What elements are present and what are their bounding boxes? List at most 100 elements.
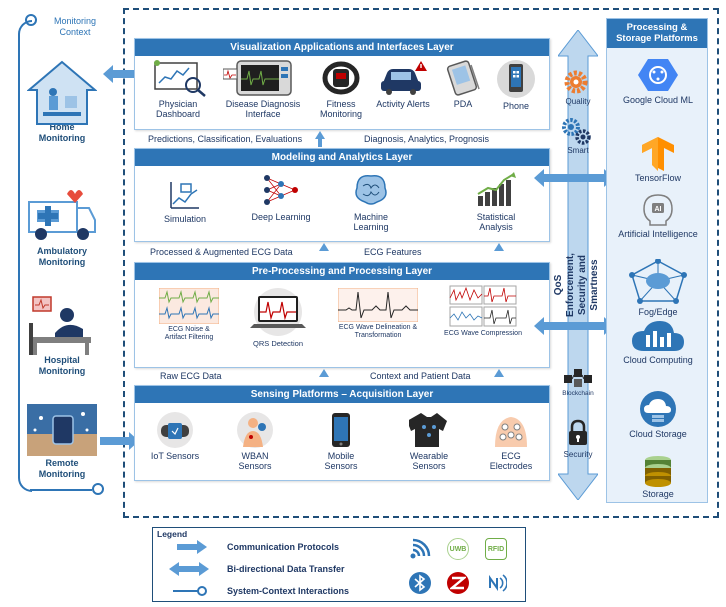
- machine-learning-label: Machine Learning: [353, 212, 389, 233]
- qos-blockchain-label: Blockchain: [562, 390, 594, 397]
- cloud-computing: Cloud Computing: [607, 319, 709, 365]
- qos-security-label: Security: [563, 450, 593, 459]
- artificial-intelligence: AI Artificial Intelligence: [607, 193, 709, 239]
- legend-bidirectional-transfer: Bi-directional Data Transfer: [169, 562, 345, 576]
- preprocessing-layer: Pre-Processing and Processing Layer ECG …: [134, 262, 550, 368]
- fog-edge-icon: [628, 258, 688, 305]
- wifi-icon: [409, 538, 431, 560]
- google-cloud-ml-icon: [638, 57, 678, 93]
- rfid-icon: RFID: [485, 538, 507, 560]
- bar-chart-icon: [474, 170, 518, 210]
- simulation: Simulation: [155, 178, 215, 224]
- legend-communication-protocols-label: Communication Protocols: [227, 542, 340, 552]
- neural-network-icon: [261, 170, 301, 210]
- smart-gears-icon: [560, 116, 592, 151]
- legend-double-arrow-icon: [169, 562, 209, 576]
- ecg-electrodes-icon: [491, 411, 531, 449]
- cloud-computing-label: Cloud Computing: [623, 355, 693, 365]
- ecg-wave-delineation: ECG Wave Delineation & Transformation: [335, 287, 421, 340]
- legend-title: Legend: [157, 529, 188, 539]
- processing-title: Processing & Storage Platforms: [607, 19, 707, 48]
- flow-context: Context and Patient Data: [370, 371, 471, 381]
- context-label-ambulatory: Ambulatory Monitoring: [36, 246, 87, 267]
- pda: PDA: [439, 59, 487, 109]
- legend-system-context: System-Context Interactions: [169, 584, 349, 598]
- arrow-remote-to-sensing: [100, 432, 139, 450]
- uwb-label: UWB: [449, 545, 467, 553]
- arrow-preprocessing-processing: [534, 317, 614, 335]
- legend: Legend Communication Protocols Bi-direct…: [152, 527, 526, 602]
- mobile-phone-icon: [329, 411, 353, 449]
- disease-diagnosis-label: Disease Diagnosis Interface: [225, 99, 301, 120]
- simulation-label: Simulation: [163, 214, 207, 224]
- fitness-monitoring: Fitness Monitoring: [311, 59, 371, 120]
- iot-sensors-label: IoT Sensors: [150, 451, 200, 461]
- qrs-detection-label: QRS Detection: [252, 339, 304, 348]
- visualization-layer-title: Visualization Applications and Interface…: [135, 39, 549, 56]
- ecg-wave-icon: [337, 287, 419, 323]
- fitness-monitoring-label: Fitness Monitoring: [319, 99, 363, 120]
- sensing-layer: Sensing Platforms – Acquisition Layer Io…: [134, 385, 550, 481]
- mobile-sensors-label: Mobile Sensors: [324, 451, 358, 472]
- home-icon: [26, 60, 98, 125]
- mobile-sensors: Mobile Sensors: [313, 411, 369, 472]
- activity-alerts: Activity Alerts: [375, 59, 431, 109]
- context-label-hospital: Hospital Monitoring: [38, 355, 86, 376]
- system-frame: [123, 8, 719, 518]
- ecg-noise-filtering-label: ECG Noise & Artifact Filtering: [164, 326, 214, 342]
- modeling-layer: Modeling and Analytics Layer Simulation: [134, 148, 550, 242]
- rfid-label: RFID: [487, 545, 505, 553]
- tensorflow-icon: [642, 137, 674, 171]
- flow-diagnosis: Diagnosis, Analytics, Prognosis: [364, 134, 490, 144]
- arrow-up-context: [494, 369, 504, 377]
- qos-quality-label: Quality: [565, 97, 591, 106]
- statistical-analysis: Statistical Analysis: [461, 170, 531, 233]
- legend-context-line-icon: [169, 584, 209, 598]
- ecg-noise-filtering: ECG Noise & Artifact Filtering: [157, 287, 221, 342]
- legend-bidirectional-transfer-label: Bi-directional Data Transfer: [227, 564, 345, 574]
- ai-head-icon: AI: [641, 193, 675, 227]
- qos-title: QoS Enforcement, Security and Smartness: [553, 253, 600, 317]
- google-cloud-ml-label: Google Cloud ML: [622, 95, 694, 105]
- nfc-icon: [485, 572, 507, 594]
- monitoring-context-title: Monitoring Context: [53, 16, 97, 38]
- phone: Phone: [491, 59, 541, 111]
- tensorflow: TensorFlow: [607, 137, 709, 183]
- svg-text:AI: AI: [655, 206, 662, 213]
- arrow-modeling-processing: [534, 169, 614, 187]
- iot-wristband-icon: [155, 411, 195, 449]
- legend-system-context-label: System-Context Interactions: [227, 586, 350, 596]
- ecg-strip-icon: [158, 287, 220, 325]
- context-label-home: Home Monitoring: [38, 122, 86, 143]
- context-line-bottom: [30, 489, 92, 491]
- compression-chart-icon: [448, 284, 518, 328]
- arrow-up-features: [494, 243, 504, 251]
- machine-learning: Machine Learning: [341, 170, 401, 233]
- car-alert-icon: [377, 59, 429, 97]
- legend-single-arrow-icon: [169, 540, 209, 554]
- zigbee-icon: [447, 572, 469, 594]
- ecg-wave-compression-label: ECG Wave Compression: [444, 330, 522, 337]
- ecg-electrodes-label: ECG Electrodes: [489, 451, 533, 472]
- cloud-computing-icon: [630, 319, 686, 353]
- brain-icon: [351, 170, 391, 210]
- deep-learning-label: Deep Learning: [251, 212, 311, 222]
- tensorflow-label: TensorFlow: [634, 173, 681, 183]
- context-end-dot: [92, 483, 104, 495]
- ecg-wave-delineation-label: ECG Wave Delineation & Transformation: [338, 324, 418, 340]
- flow-raw: Raw ECG Data: [160, 371, 222, 381]
- disease-diagnosis-interface: Disease Diagnosis Interface: [217, 59, 309, 120]
- uwb-icon: UWB: [447, 538, 469, 560]
- flow-predictions: Predictions, Classification, Evaluations: [148, 134, 303, 144]
- context-hospital-monitoring: Hospital Monitoring: [27, 293, 97, 377]
- arrow-up-raw: [319, 369, 329, 377]
- sensing-layer-title: Sensing Platforms – Acquisition Layer: [135, 386, 549, 403]
- deep-learning: Deep Learning: [251, 170, 311, 222]
- security-lock-icon: [567, 419, 589, 452]
- cloud-storage: Cloud Storage: [607, 391, 709, 439]
- cloud-storage-icon: [638, 391, 678, 427]
- wearable-vest-icon: [407, 411, 449, 449]
- fog-edge: Fog/Edge: [607, 258, 709, 317]
- phone-icon: [496, 59, 536, 99]
- arrow-up-processed: [319, 243, 329, 251]
